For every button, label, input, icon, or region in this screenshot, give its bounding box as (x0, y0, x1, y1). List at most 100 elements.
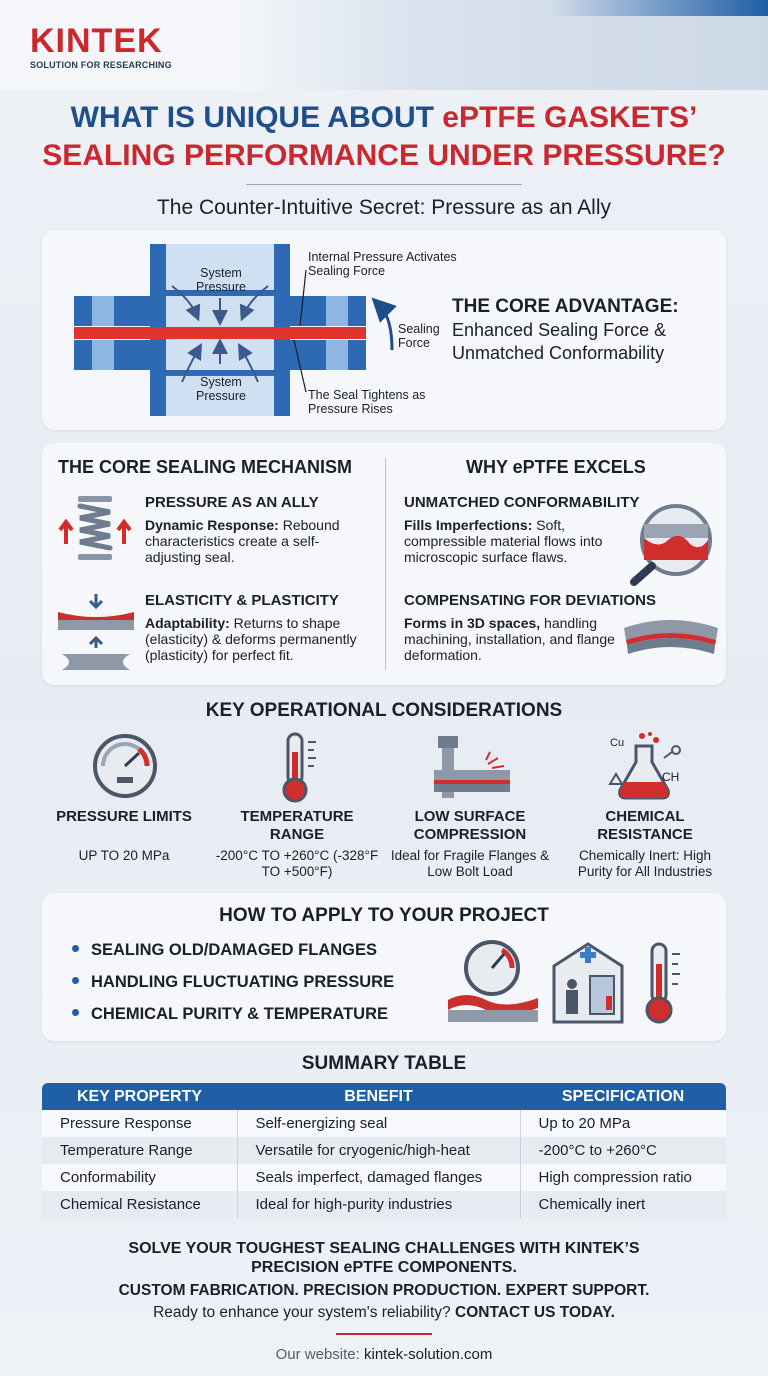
summary-table: KEY PROPERTY BENEFIT SPECIFICATION Press… (42, 1083, 726, 1218)
label-sealing-force: Sealing Force (398, 322, 440, 350)
mechanism-item-1-title: PRESSURE AS AN ALLY (145, 494, 319, 511)
apply-bullet-2-text: HANDLING FLUCTUATING PRESSURE (91, 973, 395, 991)
title-highlight: ePTFE GASKETS’ (442, 101, 698, 134)
table-cell: High compression ratio (520, 1164, 726, 1191)
table-cell: -200°C to +260°C (520, 1137, 726, 1164)
contact-us-link[interactable]: CONTACT US TODAY. (455, 1304, 615, 1321)
page-title-line1: WHAT IS UNIQUE ABOUT ePTFE GASKETS’ (0, 100, 768, 136)
table-row: Chemical Resistance Ideal for high-purit… (42, 1191, 726, 1218)
brand-logo[interactable]: KINTEK SOLUTION FOR RESEARCHING (30, 24, 172, 70)
cta-divider (336, 1333, 432, 1335)
core-advantage-title: THE CORE ADVANTAGE: (452, 296, 679, 317)
apply-bullet-3: CHEMICAL PURITY & TEMPERATURE (72, 1005, 388, 1024)
website-line: Our website: kintek-solution.com (0, 1346, 768, 1363)
table-header-row: KEY PROPERTY BENEFIT SPECIFICATION (42, 1083, 726, 1110)
cta-headline: SOLVE YOUR TOUGHEST SEALING CHALLENGES W… (0, 1239, 768, 1277)
apply-bullet-1: SEALING OLD/DAMAGED FLANGES (72, 941, 377, 960)
table-header-cell: KEY PROPERTY (42, 1083, 237, 1110)
compression-icon (58, 594, 134, 670)
table-cell: Chemically inert (520, 1191, 726, 1218)
table-cell: Up to 20 MPa (520, 1110, 726, 1137)
op-chemical-label: CHEMICAL RESISTANCE (597, 808, 693, 843)
header-accent (548, 0, 768, 16)
pressure-gauge-icon (93, 734, 157, 798)
bullet-dot (72, 977, 79, 985)
mechanism-item-1-text: Dynamic Response: Rebound characteristic… (145, 517, 370, 565)
label-seal-tightens: The Seal Tightens as Pressure Rises (308, 388, 426, 416)
operations-title: KEY OPERATIONAL CONSIDERATIONS (205, 700, 563, 721)
op-temperature-label: TEMPERATURE RANGE (240, 808, 354, 843)
magnifier-icon (630, 504, 712, 586)
cta-contact: Ready to enhance your system's reliabili… (0, 1304, 768, 1322)
thermometer-icon (282, 732, 316, 803)
op-temperature-sub: -200°C TO +260°C (-328°F TO +500°F) (215, 848, 379, 879)
apply-bullet-3-text: CHEMICAL PURITY & TEMPERATURE (91, 1005, 389, 1023)
table-row: Conformability Seals imperfect, damaged … (42, 1164, 726, 1191)
table-cell: Chemical Resistance (42, 1191, 238, 1218)
mechanism-item-2-lead: Adaptability: (145, 615, 230, 631)
excels-item-2-body: handling machining, installation, and fl… (404, 615, 615, 663)
label-system-pressure-bottom: System Pressure (195, 375, 247, 403)
mechanism-card (42, 443, 726, 685)
op-pressure-label: PRESSURE LIMITS (56, 808, 192, 825)
title-divider (246, 184, 522, 185)
core-advantage-line2: Unmatched Conformability (452, 343, 665, 363)
op-chemical-sub: Chemically Inert: High Purity for All In… (577, 848, 713, 879)
apply-bullet-2: HANDLING FLUCTUATING PRESSURE (72, 973, 394, 992)
op-compression-label: LOW SURFACE COMPRESSION (413, 808, 527, 843)
spring-icon (58, 496, 132, 560)
bolt-flange-icon (434, 736, 510, 798)
mechanism-title: THE CORE SEALING MECHANISM (58, 457, 353, 477)
mechanism-item-1-lead: Dynamic Response: (145, 517, 279, 533)
chemistry-flask-icon (608, 732, 681, 800)
curved-gasket-icon (624, 620, 718, 654)
brand-name: KINTEK (30, 22, 163, 60)
table-cell: Self-energizing seal (237, 1110, 521, 1137)
table-cell: Temperature Range (42, 1137, 238, 1164)
cta-contact-prefix: Ready to enhance your system's reliabili… (153, 1304, 455, 1321)
page-subtitle: The Counter-Intuitive Secret: Pressure a… (156, 196, 612, 219)
mechanism-item-2-body: Returns to shape (elasticity) & deforms … (145, 615, 357, 663)
table-row: Pressure Response Self-energizing seal U… (42, 1110, 726, 1137)
cta-line1: SOLVE YOUR TOUGHEST SEALING CHALLENGES W… (128, 1240, 640, 1257)
chem-label-cu: Cu (610, 737, 625, 749)
table-row: Temperature Range Versatile for cryogeni… (42, 1137, 726, 1164)
excels-item-2-title: COMPENSATING FOR DEVIATIONS (404, 592, 656, 609)
cta-services: CUSTOM FABRICATION. PRECISION PRODUCTION… (118, 1282, 650, 1299)
excels-title: WHY ePTFE EXCELS (466, 457, 646, 477)
excels-item-1-lead: Fills Imperfections: (404, 517, 533, 533)
damaged-flange-gauge-icon (448, 940, 538, 1022)
page-title-line2: SEALING PERFORMANCE UNDER PRESSURE? (42, 139, 726, 172)
op-compression-sub: Ideal for Fragile Flanges & Low Bolt Loa… (390, 848, 550, 879)
table-cell: Ideal for high-purity industries (237, 1191, 521, 1218)
mechanism-item-2-title: ELASTICITY & PLASTICITY (145, 592, 339, 609)
section-divider (385, 458, 386, 670)
bullet-dot (72, 945, 79, 953)
table-cell: Seals imperfect, damaged flanges (237, 1164, 521, 1191)
website-link[interactable]: kintek-solution.com (363, 1346, 493, 1363)
table-header-cell: SPECIFICATION (520, 1083, 726, 1110)
project-thermometer-icon (645, 942, 680, 1024)
title-prefix: WHAT IS UNIQUE ABOUT (70, 101, 443, 134)
brand-tagline: SOLUTION FOR RESEARCHING (30, 60, 172, 70)
cta-line2: PRECISION ePTFE COMPONENTS. (251, 1259, 517, 1276)
table-header-cell: BENEFIT (237, 1083, 520, 1110)
excels-item-1-title: UNMATCHED CONFORMABILITY (404, 494, 640, 511)
op-pressure-sub: UP TO 20 MPa (78, 848, 170, 863)
excels-item-2-lead: Forms in 3D spaces, (404, 615, 541, 631)
flange-diagram (74, 244, 397, 416)
label-internal-pressure: Internal Pressure Activates Sealing Forc… (308, 250, 457, 278)
website-label: Our website: (275, 1346, 364, 1363)
table-cell: Pressure Response (42, 1110, 238, 1137)
core-advantage-line1: Enhanced Sealing Force & (452, 320, 667, 340)
mechanism-item-1-body: Rebound characteristics create a self-ad… (145, 517, 340, 565)
label-system-pressure-top: System Pressure (195, 266, 247, 294)
apply-bullet-1-text: SEALING OLD/DAMAGED FLANGES (91, 941, 378, 959)
table-cell: Versatile for cryogenic/high-heat (237, 1137, 521, 1164)
gasket-ring (74, 327, 366, 339)
bullet-dot (72, 1009, 79, 1017)
cleanroom-icon (552, 942, 624, 1024)
excels-item-1-body: Soft, compressible material flows into m… (404, 517, 603, 565)
mechanism-item-2-text: Adaptability: Returns to shape (elastici… (145, 615, 370, 663)
excels-item-2-text: Forms in 3D spaces, handling machining, … (404, 615, 629, 663)
